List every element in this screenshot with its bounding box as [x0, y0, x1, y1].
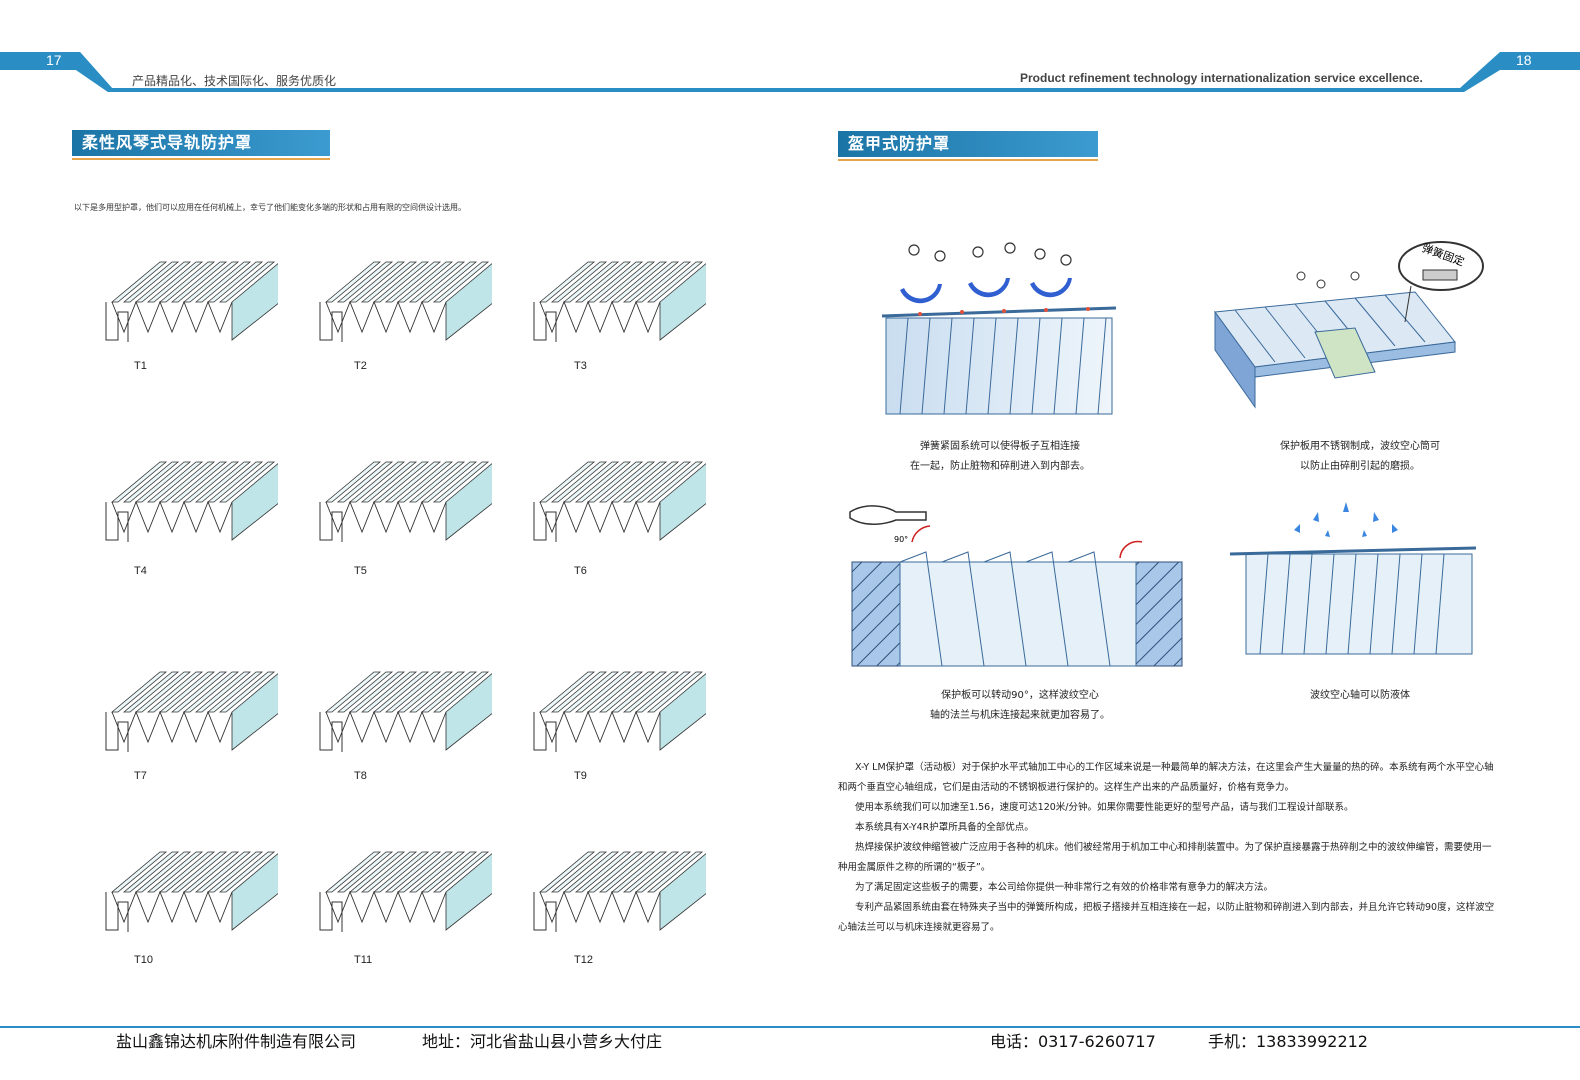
bellows-drawing [533, 851, 706, 932]
bellows-drawing [533, 671, 706, 752]
caption-line: 保护板可以转动90°，这样波纹空心 [941, 690, 1099, 701]
bellows-model-t3: T3 [526, 232, 706, 372]
caption-liquid-proof: 波纹空心轴可以防液体 [1270, 686, 1450, 706]
model-label: T5 [354, 565, 367, 577]
footer-phone: 电话：0317-6260717 [990, 1032, 1156, 1051]
description-paragraph: 使用本系统我们可以加速至1.56，速度可达120米/分钟。如果你需要性能更好的型… [855, 802, 1354, 813]
footer-address: 地址：河北省盐山县小营乡大付庄 [422, 1032, 663, 1051]
footer-company: 盐山鑫锦达机床附件制造有限公司 [116, 1032, 357, 1051]
description-paragraph: 为了满足固定这些板子的需要，本公司给你提供一种非常行之有效的价格非常有意争力的解… [855, 882, 1274, 893]
model-label: T4 [134, 565, 147, 577]
bellows-drawing [319, 671, 492, 752]
bellows-model-t4: T4 [98, 432, 278, 577]
bellows-drawing [319, 851, 492, 932]
bellows-drawing [105, 851, 278, 932]
bellows-drawing [105, 461, 278, 542]
description-paragraphs: X-Y LM保护罩（活动板）对于保护水平式轴加工中心的工作区域来说是一种最简单的… [838, 758, 1498, 938]
liquid-proof-illustration [1229, 502, 1477, 655]
caption-line: 轴的法兰与机床连接起来就更加容易了。 [930, 710, 1110, 721]
bellows-model-t10: T10 [98, 822, 278, 966]
footer-mobile: 手机：13833992212 [1208, 1032, 1368, 1051]
bellows-model-t5: T5 [312, 432, 492, 577]
model-label: T10 [134, 954, 153, 966]
tagline-english: Product refinement technology internatio… [1020, 71, 1423, 85]
bellows-model-t6: T6 [526, 432, 706, 577]
caption-line: 弹簧紧固系统可以使得板子互相连接 [920, 441, 1080, 452]
model-label: T12 [574, 954, 593, 966]
caption-stainless-plate: 保护板用不锈钢制成，波纹空心筒可 以防止由碎削引起的磨损。 [1250, 437, 1470, 477]
tagline-chinese: 产品精品化、技术国际化、服务优质化 [132, 74, 337, 88]
bellows-model-t8: T8 [312, 642, 492, 782]
bellows-drawing [105, 671, 278, 752]
caption-line: 以防止由碎削引起的磨损。 [1300, 461, 1420, 472]
caption-line: 波纹空心轴可以防液体 [1310, 690, 1410, 701]
footer-rule [0, 1026, 1580, 1028]
caption-line: 保护板用不锈钢制成，波纹空心筒可 [1280, 441, 1440, 452]
model-label: T11 [354, 954, 373, 966]
caption-rotation: 保护板可以转动90°，这样波纹空心 轴的法兰与机床连接起来就更加容易了。 [900, 686, 1140, 726]
bellows-model-t9: T9 [526, 642, 706, 782]
left-page-number: 17 [46, 52, 62, 68]
bellows-drawing [533, 261, 706, 342]
bellows-drawing [533, 461, 706, 542]
left-section-title: 柔性风琴式导轨防护罩 [72, 130, 330, 160]
stainless-plate-illustration: 弹簧固定 [1214, 240, 1484, 409]
model-label: T8 [354, 770, 367, 782]
model-label: T2 [354, 360, 367, 372]
description-paragraph: 本系统具有X-Y4R护罩所具备的全部优点。 [855, 822, 1034, 833]
bellows-model-t7: T7 [98, 642, 278, 782]
description-paragraph: 热焊接保护波纹伸缩管被广泛应用于各种的机床。他们被经常用于机加工中心和排削装置中… [838, 842, 1492, 873]
right-section-title: 盔甲式防护罩 [838, 131, 1098, 161]
model-label: T3 [574, 360, 587, 372]
right-page-number: 18 [1516, 52, 1532, 68]
bellows-model-t11: T11 [312, 822, 492, 966]
left-intro-text: 以下是多用型护罩，他们可以应用在任何机械上，幸亏了他们能变化多端的形状和占用有限… [74, 203, 466, 212]
header-band [0, 52, 1580, 92]
model-label: T6 [574, 565, 587, 577]
bellows-drawing [319, 261, 492, 342]
bellows-model-t12: T12 [526, 822, 706, 966]
description-paragraph: 专利产品紧固系统由套在特殊夹子当中的弹簧所构成，把板子搭接并互相连接在一起，以防… [838, 902, 1495, 933]
bellows-model-t2: T2 [312, 232, 492, 372]
caption-line: 在一起，防止脏物和碎削进入到内部去。 [910, 461, 1090, 472]
angle-label: 90° [894, 535, 908, 544]
rotation-illustration: 90° [849, 505, 1183, 667]
model-label: T9 [574, 770, 587, 782]
bellows-drawing [319, 461, 492, 542]
model-label: T7 [134, 770, 147, 782]
bellows-model-t1: T1 [98, 232, 278, 372]
bellows-drawing [105, 261, 278, 342]
description-paragraph: X-Y LM保护罩（活动板）对于保护水平式轴加工中心的工作区域来说是一种最简单的… [838, 762, 1494, 793]
model-label: T1 [134, 360, 147, 372]
caption-spring-fastening: 弹簧紧固系统可以使得板子互相连接 在一起，防止脏物和碎削进入到内部去。 [880, 437, 1120, 477]
spring-fastening-illustration [881, 242, 1117, 415]
